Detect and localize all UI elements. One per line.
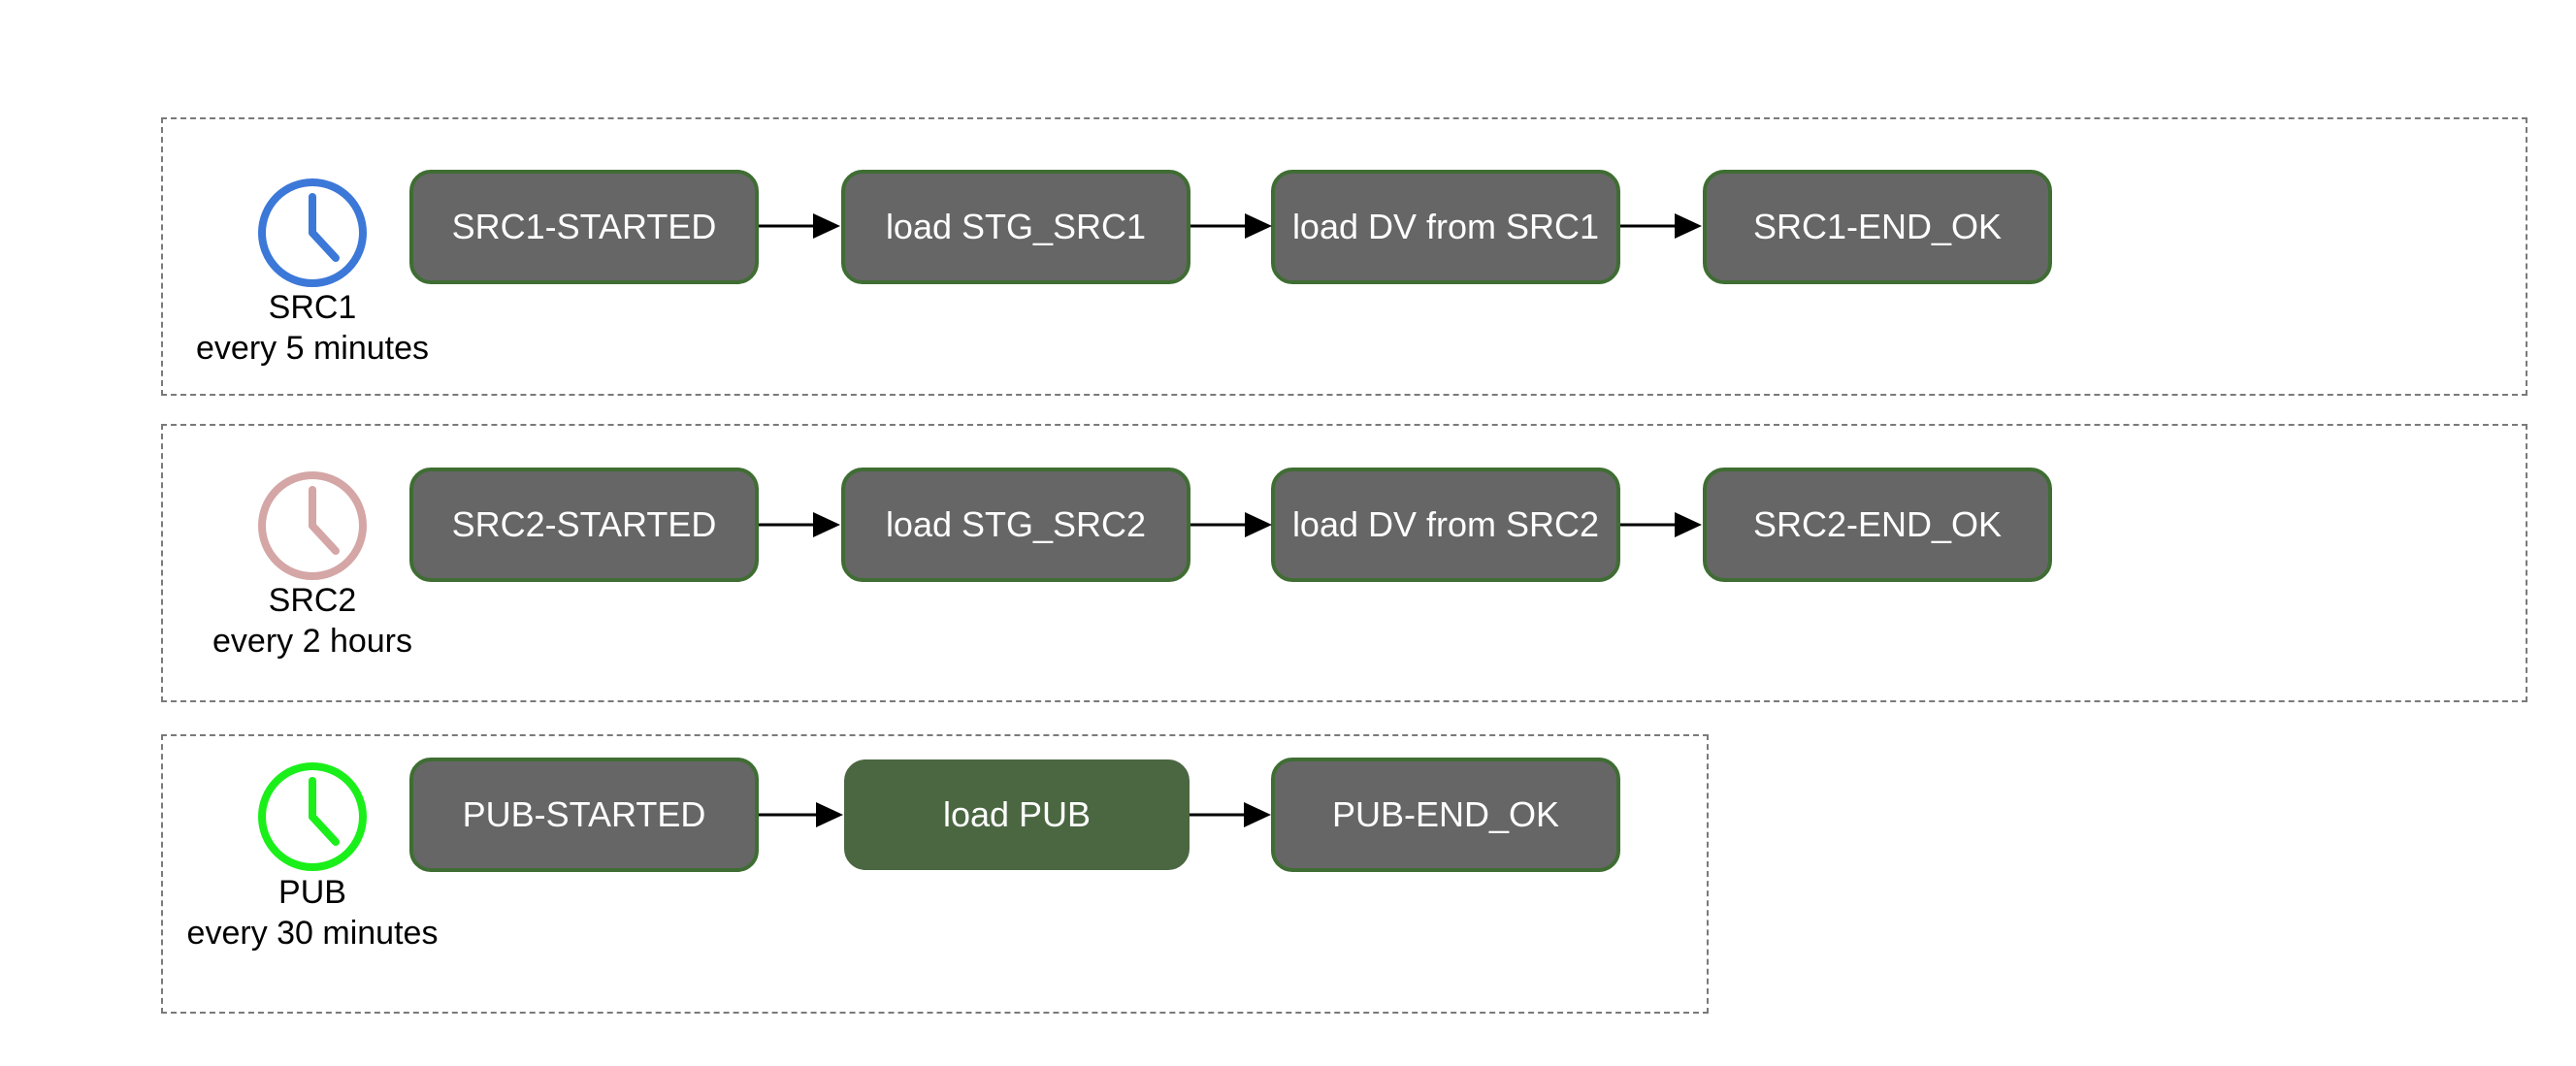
flow-arrow bbox=[759, 802, 843, 827]
step-src2-end-ok[interactable]: SRC2-END_OK bbox=[1703, 468, 2052, 582]
step-load-dv-src2[interactable]: load DV from SRC2 bbox=[1271, 468, 1620, 582]
schedule-label-src1: SRC1 every 5 minutes bbox=[167, 287, 458, 369]
lane-pub bbox=[161, 734, 1709, 1014]
step-load-stg-src2[interactable]: load STG_SRC2 bbox=[841, 468, 1190, 582]
schedule-interval: every 30 minutes bbox=[186, 915, 439, 952]
step-src2-started[interactable]: SRC2-STARTED bbox=[409, 468, 759, 582]
flow-arrow bbox=[1190, 512, 1272, 537]
step-load-stg-src1[interactable]: load STG_SRC1 bbox=[841, 170, 1190, 284]
schedule-interval: every 2 hours bbox=[212, 623, 412, 660]
clock-icon bbox=[258, 471, 367, 580]
step-pub-end-ok[interactable]: PUB-END_OK bbox=[1271, 758, 1620, 872]
lane-src1 bbox=[161, 117, 2527, 396]
schedule-name: SRC1 bbox=[268, 289, 357, 326]
schedule-name: PUB bbox=[278, 874, 346, 911]
flow-arrow bbox=[1190, 213, 1272, 239]
flow-arrow bbox=[759, 213, 840, 239]
flow-arrow bbox=[1190, 802, 1271, 827]
flow-arrow bbox=[759, 512, 840, 537]
step-pub-started[interactable]: PUB-STARTED bbox=[409, 758, 759, 872]
schedule-name: SRC2 bbox=[268, 582, 357, 619]
schedule-label-pub: PUB every 30 minutes bbox=[167, 872, 458, 953]
schedule-label-src2: SRC2 every 2 hours bbox=[167, 580, 458, 662]
flow-arrow bbox=[1620, 512, 1702, 537]
clock-icon bbox=[258, 178, 367, 287]
step-src1-started[interactable]: SRC1-STARTED bbox=[409, 170, 759, 284]
clock-icon bbox=[258, 762, 367, 871]
lane-src2 bbox=[161, 424, 2527, 702]
step-load-pub[interactable]: load PUB bbox=[844, 759, 1190, 870]
step-load-dv-src1[interactable]: load DV from SRC1 bbox=[1271, 170, 1620, 284]
schedule-interval: every 5 minutes bbox=[196, 330, 429, 367]
step-src1-end-ok[interactable]: SRC1-END_OK bbox=[1703, 170, 2052, 284]
flow-arrow bbox=[1620, 213, 1702, 239]
